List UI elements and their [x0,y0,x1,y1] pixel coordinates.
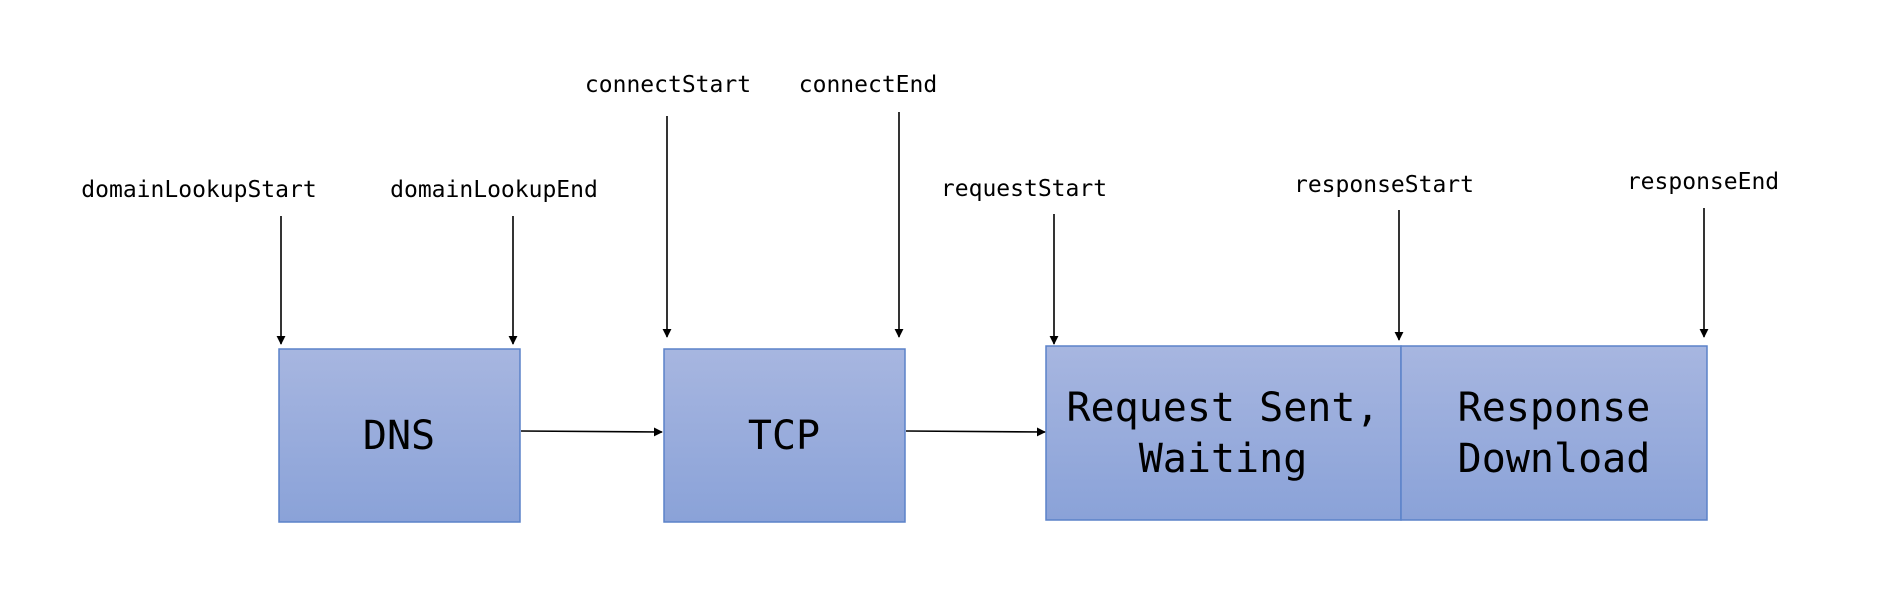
flow-arrow-dns-to-tcp [520,427,663,437]
event-label-responseStart: responseStart [1294,172,1474,198]
stage-response: Response Download [1400,345,1708,521]
stage-response-box [1400,345,1708,521]
stage-dns-label: DNS [363,413,435,459]
event-label-connectEnd: connectEnd [799,72,937,98]
stage-request-label-line1: Request Sent, [1066,385,1379,431]
stage-response-label-line1: Response [1458,385,1651,431]
event-label-domainLookupStart: domainLookupStart [81,177,316,203]
stage-request-label-line2: Waiting [1139,436,1308,482]
flow-arrow-tcp-to-request [905,427,1046,437]
event-label-requestStart: requestStart [941,176,1107,202]
stage-dns-box [278,348,521,523]
event-label-responseEnd: responseEnd [1627,169,1779,195]
event-label-domainLookupEnd: domainLookupEnd [390,177,598,203]
stage-tcp-box [663,348,906,523]
stage-response-label-line2: Download [1458,436,1651,482]
stage-tcp: TCP [663,348,906,523]
stage-request: Request Sent, Waiting [1045,345,1402,521]
stage-dns: DNS [278,348,521,523]
event-label-connectStart: connectStart [585,72,751,98]
stage-tcp-label: TCP [748,413,820,459]
stage-request-box [1045,345,1402,521]
